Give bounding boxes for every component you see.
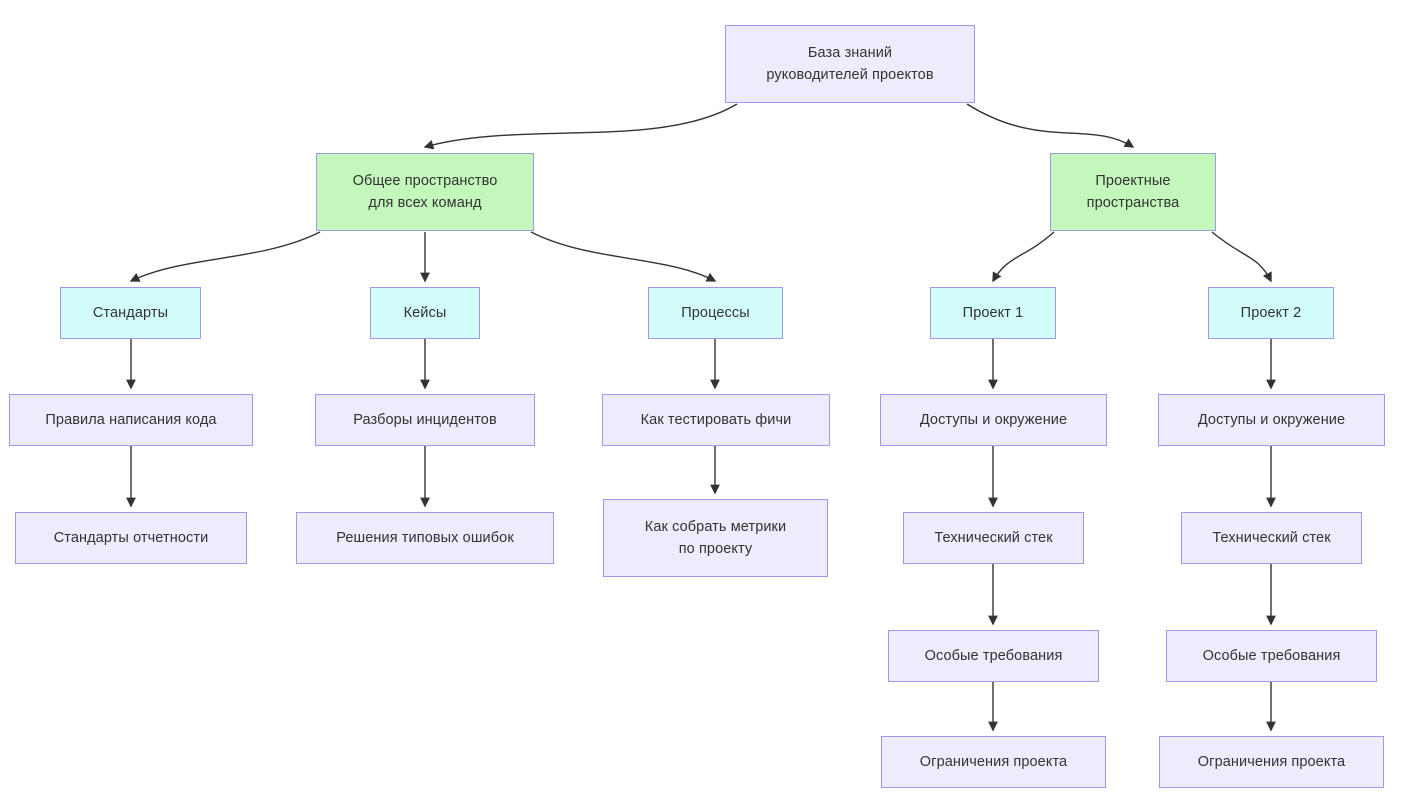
node-special-2[interactable]: Особые требования xyxy=(1166,630,1377,682)
node-common[interactable]: Общее пространство для всех команд xyxy=(316,153,534,231)
node-solutions[interactable]: Решения типовых ошибок xyxy=(296,512,554,564)
node-code-rules[interactable]: Правила написания кода xyxy=(9,394,253,446)
node-special-1[interactable]: Особые требования xyxy=(888,630,1099,682)
node-label: Ограничения проекта xyxy=(919,753,1068,770)
edge-common-to-standards xyxy=(129,231,321,282)
node-label: Проектные пространства xyxy=(1086,172,1180,211)
edge-root-to-projects xyxy=(966,103,1135,148)
node-label: Стандарты отчетности xyxy=(53,529,209,546)
node-root[interactable]: База знаний руководителей проектов xyxy=(725,25,975,103)
node-label: Правила написания кода xyxy=(45,411,217,428)
node-stack-2[interactable]: Технический стек xyxy=(1181,512,1362,564)
node-metrics[interactable]: Как собрать метрики по проекту xyxy=(603,499,828,577)
node-label: Доступы и окружение xyxy=(1197,411,1346,428)
node-label: Проект 2 xyxy=(1240,304,1302,321)
node-label: Общее пространство для всех команд xyxy=(352,172,498,211)
node-label: Разборы инцидентов xyxy=(353,411,497,428)
node-test-feat[interactable]: Как тестировать фичи xyxy=(602,394,830,446)
node-limits-2[interactable]: Ограничения проекта xyxy=(1159,736,1384,788)
node-standards[interactable]: Стандарты xyxy=(60,287,201,339)
node-label: Ограничения проекта xyxy=(1197,753,1346,770)
edge-root-to-common xyxy=(423,103,738,150)
node-stack-1[interactable]: Технический стек xyxy=(903,512,1084,564)
node-projects[interactable]: Проектные пространства xyxy=(1050,153,1216,231)
node-label: Как собрать метрики по проекту xyxy=(644,518,787,557)
node-cases[interactable]: Кейсы xyxy=(370,287,480,339)
node-project2[interactable]: Проект 2 xyxy=(1208,287,1334,339)
node-label: Процессы xyxy=(681,304,750,321)
node-label: Решения типовых ошибок xyxy=(336,529,514,546)
node-label: Технический стек xyxy=(934,529,1053,546)
node-processes[interactable]: Процессы xyxy=(648,287,783,339)
node-label: Особые требования xyxy=(1202,647,1341,664)
node-label: Доступы и окружение xyxy=(919,411,1068,428)
node-incidents[interactable]: Разборы инцидентов xyxy=(315,394,535,446)
node-limits-1[interactable]: Ограничения проекта xyxy=(881,736,1106,788)
edge-common-to-processes xyxy=(530,231,717,282)
node-label: Технический стек xyxy=(1212,529,1331,546)
node-project1[interactable]: Проект 1 xyxy=(930,287,1056,339)
edge-projects-to-project1 xyxy=(992,231,1055,283)
node-reporting[interactable]: Стандарты отчетности xyxy=(15,512,247,564)
node-label: Как тестировать фичи xyxy=(640,411,792,428)
edge-projects-to-project2 xyxy=(1211,231,1272,283)
node-label: Стандарты xyxy=(92,304,169,321)
node-access-2[interactable]: Доступы и окружение xyxy=(1158,394,1385,446)
node-label: Проект 1 xyxy=(962,304,1024,321)
node-access-1[interactable]: Доступы и окружение xyxy=(880,394,1107,446)
node-label: База знаний руководителей проектов xyxy=(766,44,934,83)
node-label: Кейсы xyxy=(403,304,447,321)
node-label: Особые требования xyxy=(924,647,1063,664)
